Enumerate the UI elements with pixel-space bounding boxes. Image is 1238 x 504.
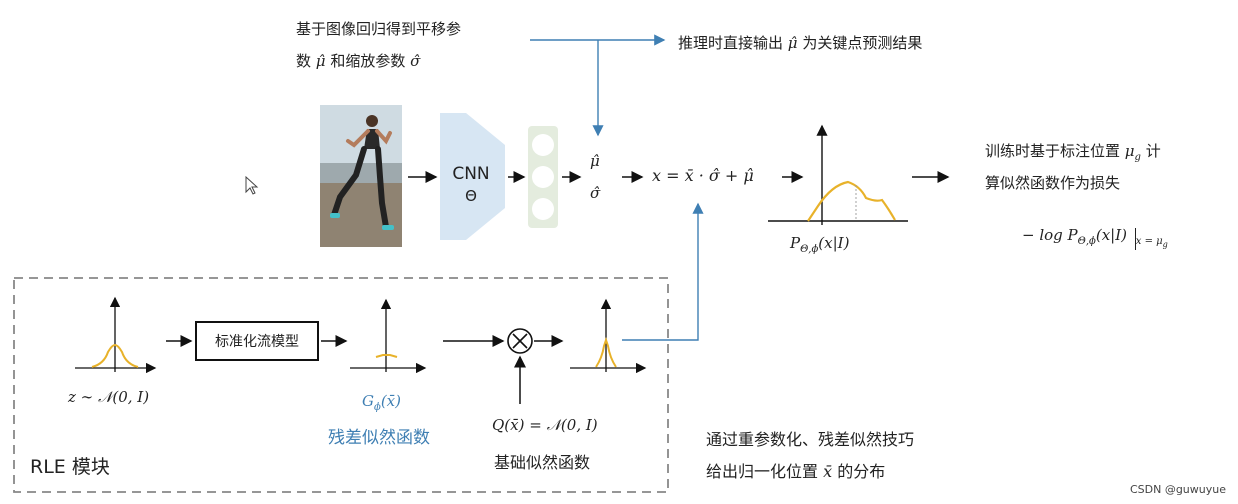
- watermark: CSDN @guwuyue: [1129, 483, 1226, 496]
- output-node-1: [532, 134, 554, 156]
- reparam-text-line1: 通过重参数化、残差似然技巧: [706, 430, 915, 449]
- z-distribution-label: z ∼ 𝒩(0, I): [68, 388, 150, 406]
- residual-likelihood-label: 残差似然函数: [328, 428, 430, 448]
- mouse-cursor-icon: [245, 175, 259, 195]
- residual-g-plot: [350, 298, 427, 374]
- normalizing-flow-box: 标准化流模型: [195, 321, 319, 361]
- density-label: PΘ,ϕ(x|I): [790, 234, 850, 255]
- output-mu: μ̂: [590, 152, 600, 170]
- runner-photo: [320, 105, 402, 247]
- train-text-line1: 训练时基于标注位置 μg 计: [985, 142, 1161, 163]
- base-likelihood-label: 基础似然函数: [494, 453, 591, 472]
- result-plot: [570, 298, 647, 374]
- top-text-line1: 基于图像回归得到平移参: [296, 20, 462, 38]
- train-text-line2: 算似然函数作为损失: [985, 174, 1121, 192]
- output-node-3: [532, 198, 554, 220]
- residual-g-label: Gϕ(x̄): [362, 392, 401, 413]
- blue-line-rle-to-eq: [622, 202, 704, 341]
- cnn-block: [440, 113, 505, 240]
- rle-module-box: [13, 277, 669, 493]
- cnn-name: CNN: [452, 164, 490, 184]
- cnn-param: Θ: [465, 187, 477, 205]
- reparam-text-line2: 给出归一化位置 x̄ 的分布: [706, 462, 886, 481]
- output-sigma: σ̂: [590, 184, 601, 202]
- gaussian-z-plot: [75, 296, 157, 374]
- q-base-label: Q(x̄) = 𝒩(0, I): [492, 416, 598, 434]
- density-plot: [768, 124, 908, 225]
- inference-text: 推理时直接输出 μ̂ 为关键点预测结果: [678, 34, 923, 52]
- rle-module-title: RLE 模块: [30, 456, 110, 478]
- top-text-line2: 数 μ̂ 和缩放参数 σ̂: [296, 52, 421, 70]
- density-curve: [807, 180, 896, 222]
- reparam-equation: x = x̄ · σ̂ + μ̂: [652, 166, 754, 185]
- loss-formula: − log PΘ,ϕ(x|I) x = μg: [1022, 226, 1168, 250]
- output-node-2: [532, 166, 554, 188]
